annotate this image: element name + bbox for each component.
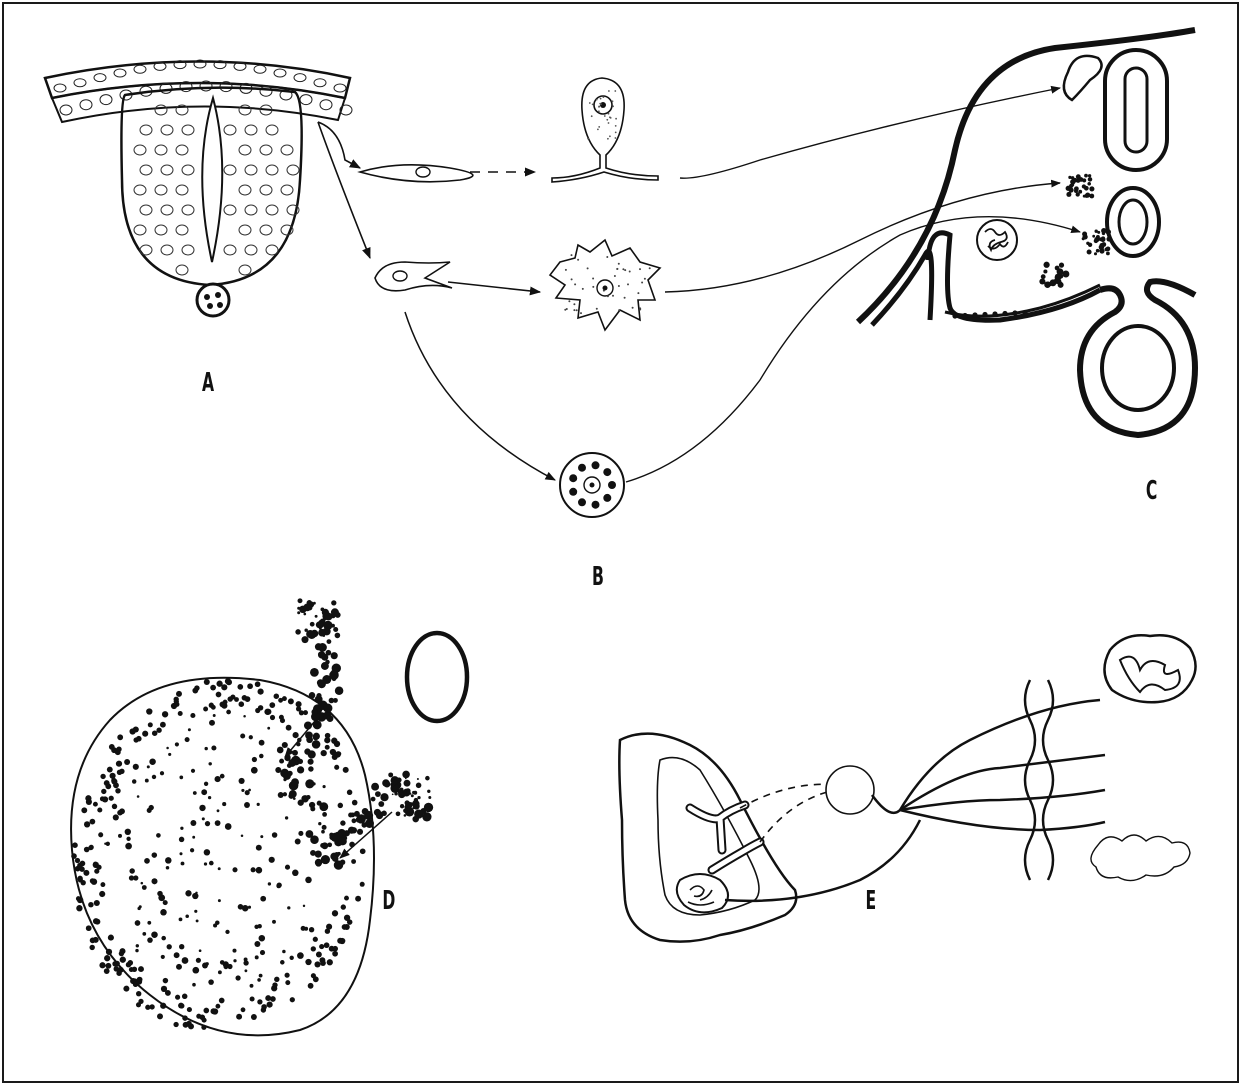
chromaffin-granule — [578, 464, 586, 472]
panel-label-d: D — [382, 886, 395, 916]
preganglionic-dashed-lower — [760, 790, 835, 842]
gut-lumen — [1102, 326, 1174, 410]
arrow-to-adrenal — [626, 217, 1080, 482]
panel-label-a: A — [202, 368, 214, 398]
nerve-fiber-2 — [900, 755, 1105, 810]
panel-label-c: C — [1146, 476, 1157, 506]
melanocyte — [550, 240, 660, 330]
mesentery-fold-left — [872, 251, 932, 325]
neural-tube-lumen — [202, 98, 222, 262]
spinal-ganglion — [1064, 56, 1102, 100]
chromaffin-granule — [592, 501, 600, 509]
gonad-primordium — [977, 220, 1017, 260]
arrow-to-melanocyte — [448, 282, 540, 292]
nerve-fiber-3 — [900, 790, 1105, 810]
arrow-to-ganglion — [680, 88, 1060, 178]
notochord — [197, 284, 229, 316]
unipolar-neuron — [552, 78, 658, 182]
chromaffin-granule — [603, 494, 611, 502]
vagus-band-left — [1025, 680, 1035, 880]
target-organ-cloud — [1091, 835, 1190, 881]
chromaffin-granule — [569, 488, 577, 496]
chromaffin-granule — [578, 498, 586, 506]
innervation-panel — [619, 635, 1195, 941]
target-organ-heart — [1104, 635, 1195, 702]
neural-tube-panel — [45, 60, 370, 316]
panel-label-b: B — [592, 562, 604, 592]
arrow-to-chromaffin — [405, 312, 555, 480]
migrating-melanoblast — [375, 262, 452, 291]
cell-fates-panel — [360, 78, 1080, 517]
adrenal-medulla-panel — [71, 598, 467, 1035]
ectoderm-outer-row — [45, 62, 350, 99]
autonomic-ganglion — [826, 766, 874, 814]
preganglionic-dashed-upper — [740, 784, 840, 808]
embryo-section-panel — [858, 30, 1195, 435]
chromaffin-granule — [608, 481, 616, 489]
crest-arrow-to-melanoblast — [318, 122, 370, 258]
chromaffin-granule — [592, 461, 600, 469]
nerve-fiber-4 — [900, 810, 1105, 830]
crest-arrow-to-neuroblast — [318, 122, 360, 168]
panel-label-e: E — [866, 886, 877, 916]
chromaffin-granule — [569, 474, 577, 482]
aorta-oval — [407, 633, 467, 721]
chromaffin-granule — [603, 468, 611, 476]
aorta-ring — [1107, 188, 1159, 256]
